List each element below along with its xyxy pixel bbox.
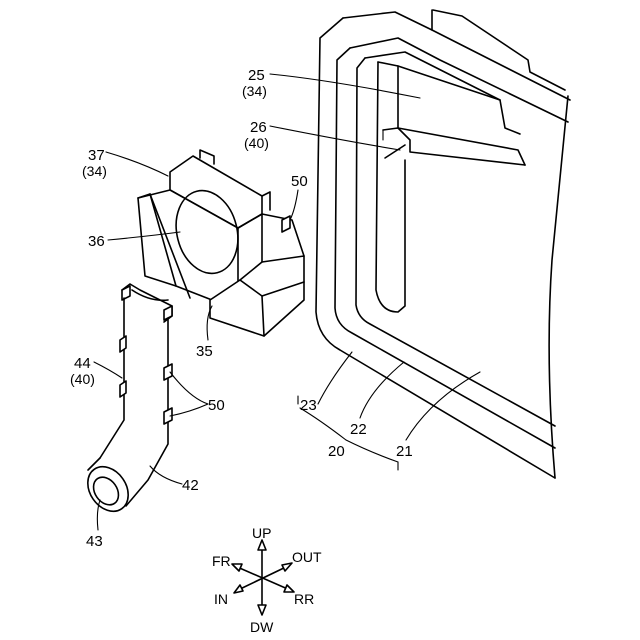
label-50-bottom: 50 bbox=[208, 397, 225, 414]
compass-fr: FR bbox=[212, 553, 231, 569]
label-37-sub: (34) bbox=[82, 163, 107, 179]
label-22: 22 bbox=[350, 421, 367, 438]
label-50-top: 50 bbox=[291, 173, 308, 190]
compass-up: UP bbox=[252, 525, 271, 541]
label-44-sub: (40) bbox=[70, 371, 95, 387]
label-43: 43 bbox=[86, 533, 103, 550]
compass-in: IN bbox=[214, 591, 228, 607]
label-44: 44 bbox=[74, 355, 91, 372]
bracket-37 bbox=[138, 150, 304, 336]
label-42: 42 bbox=[182, 477, 199, 494]
label-23: 23 bbox=[300, 397, 317, 414]
label-35: 35 bbox=[196, 343, 213, 360]
label-20: 20 bbox=[328, 443, 345, 460]
label-37: 37 bbox=[88, 147, 105, 164]
compass-out: OUT bbox=[292, 549, 322, 565]
panel-20 bbox=[316, 10, 570, 478]
label-25: 25 bbox=[248, 67, 265, 84]
compass-rr: RR bbox=[294, 591, 314, 607]
compass-dw: DW bbox=[250, 619, 274, 635]
label-26-sub: (40) bbox=[244, 135, 269, 151]
label-21: 21 bbox=[396, 443, 413, 460]
compass bbox=[232, 540, 294, 615]
duct-44 bbox=[79, 284, 172, 519]
label-26: 26 bbox=[250, 119, 267, 136]
label-36: 36 bbox=[88, 233, 105, 250]
label-25-sub: (34) bbox=[242, 83, 267, 99]
